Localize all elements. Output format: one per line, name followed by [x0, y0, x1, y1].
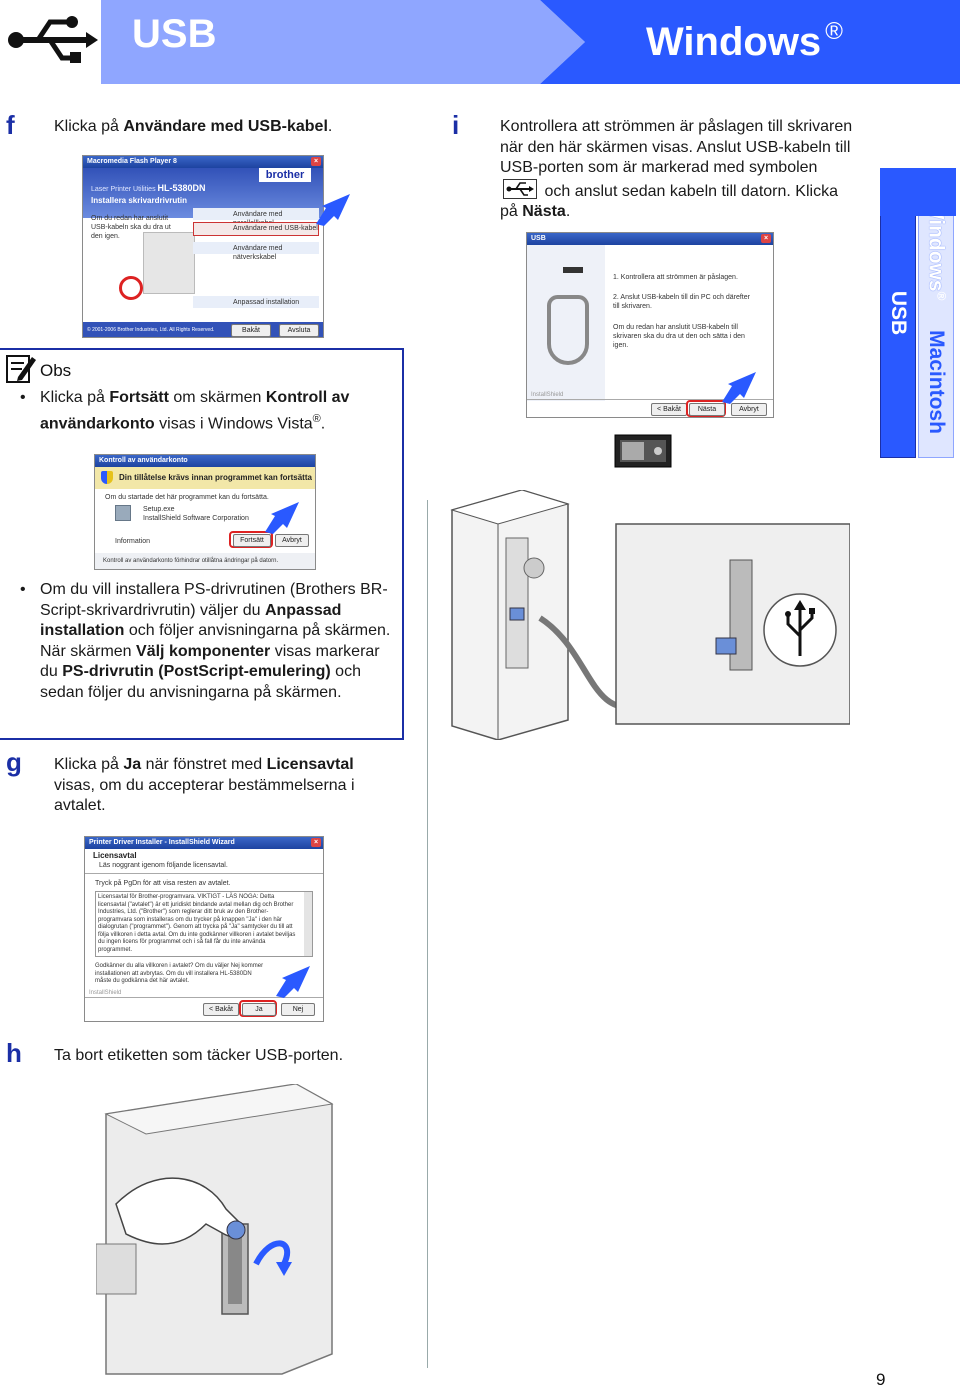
- brother-logo: brother: [259, 168, 311, 182]
- step-h-letter: h: [6, 1038, 22, 1068]
- note-pencil-icon: [6, 355, 36, 383]
- side-tab-windows-macintosh: Windows® Macintosh: [918, 168, 954, 458]
- usb-logo-icon: [8, 16, 98, 63]
- no-button[interactable]: Nej: [281, 1003, 315, 1016]
- note-box: [0, 348, 404, 740]
- note-title: Obs: [40, 361, 72, 380]
- pointer-arrow-icon: [276, 966, 310, 998]
- yes-button[interactable]: Ja: [242, 1003, 276, 1016]
- usb-plug-icon: [563, 267, 583, 273]
- header-usb-title: USB: [132, 12, 217, 56]
- cancel-button[interactable]: Avbryt: [731, 403, 767, 416]
- pointer-arrow-icon: [316, 194, 350, 226]
- next-button[interactable]: Nästa: [689, 403, 725, 416]
- note-bullet-2: Om du vill installera PS-drivrutinen (Br…: [40, 581, 391, 701]
- shield-icon: [101, 471, 113, 484]
- license-textbox[interactable]: Licensavtal för Brother-programvara. VIK…: [95, 891, 313, 957]
- license-screenshot: Printer Driver Installer - InstallShield…: [84, 836, 324, 1022]
- header-windows-title: Windows®: [646, 18, 843, 64]
- power-switch-icon: [614, 434, 672, 468]
- option-network[interactable]: [193, 242, 319, 254]
- usb-setup-screenshot: USB× 1. Kontrollera att strömmen är påsl…: [526, 232, 774, 418]
- exit-button[interactable]: Avsluta: [279, 324, 319, 337]
- step-f-letter: f: [6, 110, 15, 140]
- app-icon: [115, 505, 131, 521]
- step-f-text: Klicka på Användare med USB-kabel.: [54, 118, 333, 135]
- info-toggle[interactable]: Information: [115, 538, 151, 545]
- step-h-text: Ta bort etiketten som täcker USB-porten.: [54, 1047, 344, 1064]
- back-button[interactable]: < Bakåt: [203, 1003, 239, 1016]
- option-usb[interactable]: [193, 222, 319, 236]
- step-i-letter: i: [452, 110, 460, 140]
- usb-symbol-icon: [503, 178, 537, 199]
- back-button[interactable]: < Bakåt: [651, 403, 687, 416]
- usb-connection-illustration: [450, 490, 850, 740]
- back-button[interactable]: Bakåt: [231, 324, 271, 337]
- cancel-button[interactable]: Avbryt: [275, 534, 309, 547]
- no-cable-icon: [119, 276, 143, 300]
- titlebar: Macromedia Flash Player 8×: [83, 156, 323, 168]
- option-custom[interactable]: [193, 296, 319, 308]
- note-bullet-1: Klicka på Fortsätt om skärmen Kontroll a…: [40, 389, 350, 432]
- option-parallel[interactable]: [193, 208, 319, 220]
- step-f-screenshot: Macromedia Flash Player 8× Laser Printer…: [82, 155, 324, 338]
- cable-image: [547, 295, 589, 365]
- step-g-text: Klicka på Ja när fönstret med Licensavta…: [54, 756, 355, 814]
- scrollbar[interactable]: [304, 892, 312, 956]
- page-number: 9: [876, 1370, 886, 1389]
- step-i-text: Kontrollera att strömmen är påslagen til…: [500, 118, 853, 220]
- pointer-arrow-icon: [265, 502, 299, 534]
- page-header: USB Windows®: [0, 0, 960, 84]
- printer-image: [143, 232, 195, 294]
- pointer-arrow-icon: [722, 372, 756, 404]
- continue-button[interactable]: Fortsätt: [233, 534, 271, 547]
- step-g-letter: g: [6, 747, 22, 777]
- printer-label-illustration: [96, 1084, 336, 1380]
